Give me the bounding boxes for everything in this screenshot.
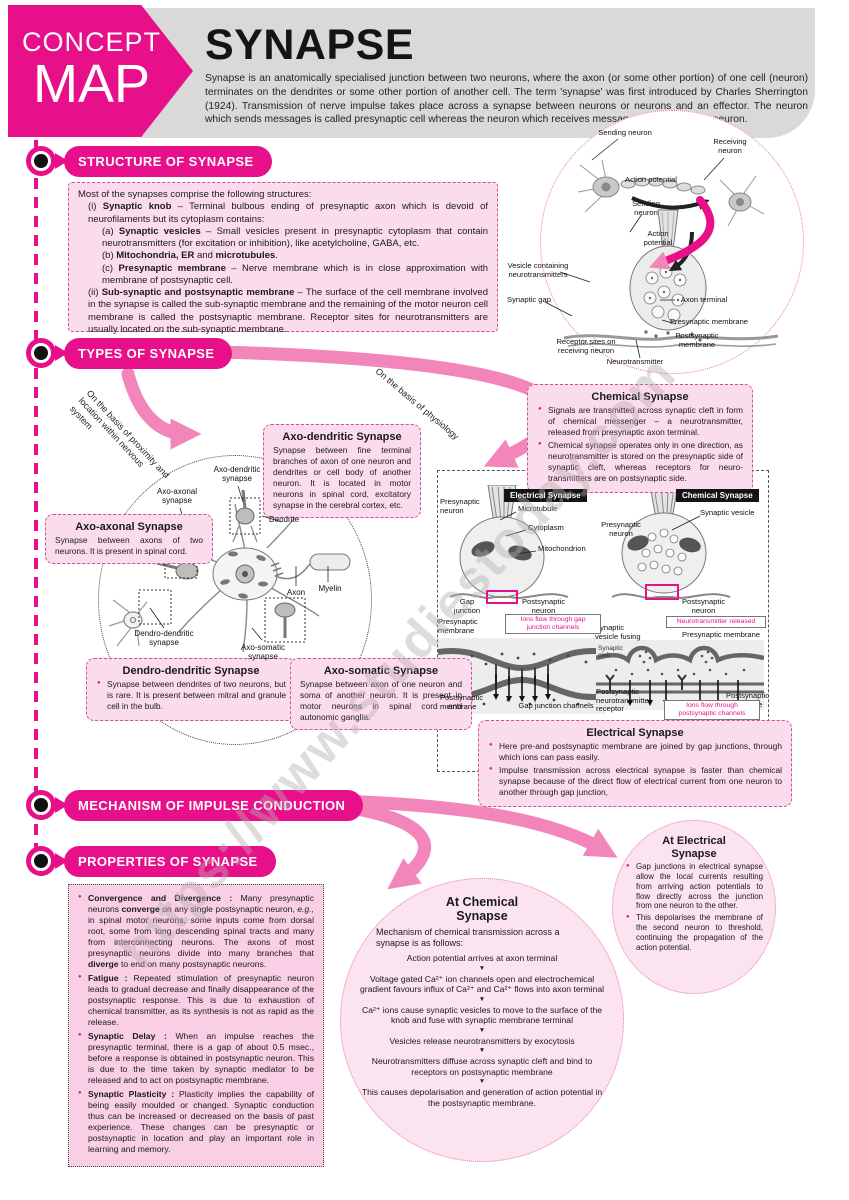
section-node-types	[26, 338, 68, 368]
page-title: SYNAPSE	[205, 21, 415, 69]
label-presynaptic-membrane: Presynaptic membrane	[669, 317, 749, 326]
label-axon-terminal: Axon terminal	[680, 295, 728, 304]
e-gap-junction: Gap junction	[453, 597, 481, 615]
at-chemical-circle: At Chemical Synapse Mechanism of chemica…	[340, 878, 624, 1162]
types-left-arrow	[121, 367, 202, 450]
logo-line2: MAP	[32, 54, 151, 115]
myelin-capsule	[309, 553, 351, 571]
dendro-dendritic-title: Dendro-dendritic Synapse	[122, 665, 260, 677]
label-sending-neuron-1: Sending neuron	[598, 128, 652, 137]
dendro-dendritic-body: Synapse between dendrites of two neurons…	[96, 679, 286, 712]
c-nt-released-note: Neurotransmitter released	[666, 616, 766, 628]
label-action-potential-1: Action potential	[625, 175, 677, 184]
structure-lines: Most of the synapses comprise the follow…	[78, 189, 489, 335]
label-action-potential-2: Action potential	[643, 229, 673, 247]
axo-axonal-box: Axo-axonal Synapse Synapse between axons…	[45, 514, 213, 564]
axon-chain	[620, 177, 706, 195]
nucleolus	[242, 571, 248, 577]
dlabel-axon: Axon	[286, 588, 306, 597]
dendro-dendritic-box: Dendro-dendritic Synapse Synapse between…	[86, 658, 296, 721]
electrical-synapse-tag: Electrical Synapse	[504, 489, 587, 502]
heading-structure: STRUCTURE OF SYNAPSE	[64, 146, 272, 177]
label-synaptic-gap: Synaptic gap	[507, 295, 551, 304]
label-receptor-sites: Receptor sites on receiving neuron	[556, 337, 616, 355]
properties-items: Convergence and Divergence : Many presyn…	[78, 893, 314, 1155]
e-mitochondrion: Mitochondrion	[538, 544, 586, 553]
label-postsynaptic-membrane: Postsynaptic membrane	[675, 331, 719, 349]
axo-somatic-title: Axo-somatic Synapse	[323, 665, 439, 677]
c-presynaptic-neuron: Presynaptic neuron	[601, 520, 641, 538]
left-dashed-rail	[34, 140, 38, 865]
e-ions-note: Ions flow through gap junction channels	[505, 614, 601, 634]
dlabel-dendro-dendritic: Dendro-dendritic synapse	[134, 629, 194, 647]
dlabel-axo-somatic: Axo-somatic synapse	[240, 643, 285, 661]
electrical-synapse-title: Electrical Synapse	[586, 727, 684, 739]
e-postsynaptic-neuron: Postsynaptic neuron	[521, 597, 566, 615]
heading-types: TYPES OF SYNAPSE	[64, 338, 233, 369]
e-postsynaptic-membrane: Postsynaptic membrane	[440, 693, 484, 711]
label-sending-neuron-2: Sending neuron	[632, 199, 660, 217]
c-ions-note: Ions flow through postsynaptic channels	[664, 700, 760, 720]
properties-box: Convergence and Divergence : Many presyn…	[68, 884, 324, 1167]
organelles	[220, 551, 284, 599]
section-node-properties	[26, 846, 68, 876]
c-synaptic-vesicle: Synaptic vesicle	[700, 508, 755, 517]
chemical-membrane-panel	[596, 640, 764, 710]
dlabel-axo-dendritic: Axo-dendritic synapse	[213, 465, 261, 483]
axo-somatic-box: Axo-somatic Synapse Synapse between axon…	[290, 658, 472, 730]
electrical-synapse-box: Electrical Synapse Here pre-and postsyna…	[478, 720, 792, 807]
at-chemical-intro: Mechanism of chemical transmission acros…	[376, 926, 560, 948]
small-neuron	[108, 599, 148, 647]
c-vesicle-fusing: Synaptic vesicle fusing	[595, 623, 641, 641]
heading-properties: PROPERTIES OF SYNAPSE	[64, 846, 276, 877]
chemical-synapse-tag: Chemical Synapse	[676, 489, 759, 502]
section-node-mechanism	[26, 790, 68, 820]
e-presynaptic-membrane: Presynaptic membrane	[438, 617, 478, 635]
intro-paragraph: Synapse is an anatomically specialised j…	[205, 73, 808, 126]
axo-dendritic-title: Axo-dendritic Synapse	[282, 431, 402, 443]
dlabel-axo-axonal: Axo-axonal synapse	[156, 487, 198, 505]
c-synaptic-cleft: Synaptic cleft	[598, 645, 623, 660]
sending-neuron-figure	[577, 159, 620, 213]
at-chemical-title: At Chemical Synapse	[445, 895, 519, 924]
axo-axonal-body: Synapse between axons of two neurons. It…	[55, 535, 203, 557]
axo-dendritic-body: Synapse between fine terminal branches o…	[273, 445, 411, 510]
c-postsynaptic-receptor: Postsynaptic neurotransmitter receptor	[596, 687, 652, 713]
e-presynaptic-neuron: Presynaptic neuron	[440, 497, 480, 515]
axo-somatic-knob	[274, 602, 296, 638]
e-microtubule: Microtubule	[518, 504, 558, 513]
at-chemical-steps: Action potential arrives at axon termina…	[355, 953, 609, 1108]
heading-mechanism: MECHANISM OF IMPULSE CONDUCTION	[64, 790, 364, 821]
chemical-synapse-title: Chemical Synapse	[591, 391, 689, 403]
mechanism-electrical-arrow	[333, 794, 618, 858]
at-electrical-circle: At Electrical Synapse Gap junctions in e…	[612, 820, 776, 994]
section-node-structure	[26, 146, 68, 176]
dlabel-myelin: Myelin	[318, 584, 342, 593]
label-receiving-neuron: Receiving neuron	[713, 137, 747, 155]
membrane-lines	[563, 330, 779, 348]
at-electrical-title: At Electrical Synapse	[662, 835, 726, 860]
label-vesicle-containing: Vesicle containing neurotransmitters	[507, 261, 569, 279]
axo-somatic-body: Synapse between axon of one neuron and s…	[300, 679, 462, 722]
electrical-synapse-bullets: Here pre-and postsynaptic membrane are j…	[488, 741, 782, 798]
structure-box: Most of the synapses comprise the follow…	[68, 182, 498, 335]
chemical-synapse-bullets: Signals are transmitted across synaptic …	[537, 405, 743, 483]
axo-axonal-title: Axo-axonal Synapse	[75, 521, 183, 533]
label-neurotransmitter: Neurotransmitter	[606, 357, 664, 366]
logo-line1: CONCEPT	[21, 27, 161, 58]
axon-line	[274, 563, 311, 580]
receiving-neuron-figure	[719, 175, 765, 227]
c-presynaptic-membrane: Presynaptic membrane	[682, 630, 761, 639]
c-postsynaptic-neuron: Postsynaptic neuron	[681, 597, 726, 615]
synaptic-knob-figure	[629, 209, 707, 331]
chemical-knob-art	[612, 485, 731, 600]
axo-dendritic-box: Axo-dendritic Synapse Synapse between fi…	[263, 424, 421, 518]
chemical-synapse-box: Chemical Synapse Signals are transmitted…	[527, 384, 753, 493]
e-gap-junction-channels: Gap junction channels	[518, 701, 594, 710]
dlabel-dendrite: Dendrite	[268, 515, 300, 524]
at-electrical-bullets: Gap junctions in electrical synapse allo…	[625, 862, 763, 952]
e-cytoplasm: Cytoplasm	[528, 523, 564, 532]
